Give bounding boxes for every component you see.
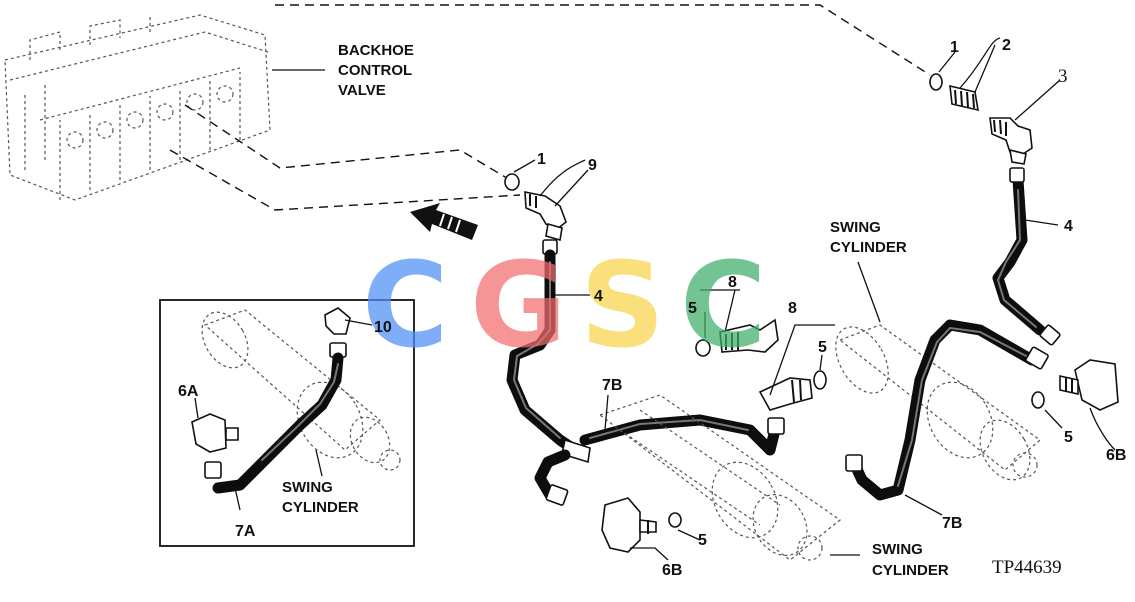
callout-5-d: 5 — [1064, 429, 1073, 446]
callout-3: 3 — [1058, 66, 1068, 87]
elbow-fitting-6b-left — [601, 497, 657, 553]
callout-5-c: 5 — [698, 532, 707, 549]
callout-1-mid: 1 — [537, 151, 546, 168]
backhoe-control-valve — [4, 14, 271, 201]
fitting-8-a — [719, 318, 779, 353]
label-swing-cylinder-inset-2: CYLINDER — [282, 499, 359, 516]
swing-cylinder-inset — [201, 309, 401, 471]
elbow-fitting-6a — [191, 413, 239, 453]
label-swing-cylinder-bottom-1: SWING — [872, 541, 923, 558]
o-ring-5-b — [813, 370, 827, 390]
label-control-valve-3: VALVE — [338, 82, 386, 99]
callout-5-a: 5 — [688, 300, 697, 317]
callout-10: 10 — [374, 319, 392, 336]
callout-6b-left: 6B — [662, 562, 682, 579]
watermark-letter-c2: C — [680, 236, 767, 374]
fitting-8-b — [758, 377, 813, 411]
callout-8-a: 8 — [728, 274, 737, 291]
elbow-fitting-9 — [524, 191, 567, 242]
watermark-letter-c1: C — [362, 236, 449, 374]
swing-cylinder-right — [835, 324, 1041, 481]
o-ring-5-d — [1031, 391, 1045, 409]
label-swing-cylinder-right-2: CYLINDER — [830, 239, 907, 256]
tee-fitting-7b — [561, 438, 591, 464]
figure-id: TP44639 — [992, 557, 1062, 578]
label-control-valve-1: BACKHOE — [338, 42, 414, 59]
o-ring-1-top — [929, 73, 943, 91]
callout-6b-right: 6B — [1106, 447, 1126, 464]
callout-6a: 6A — [178, 383, 199, 400]
direction-arrow — [410, 203, 478, 240]
o-ring-5-a — [695, 339, 711, 357]
watermark-letter-g: G — [470, 236, 567, 374]
callout-7a: 7A — [235, 523, 256, 540]
callout-5-b: 5 — [818, 339, 827, 356]
elbow-fitting-10 — [324, 307, 351, 335]
label-swing-cylinder-right-1: SWING — [830, 219, 881, 236]
o-ring-1-mid — [504, 173, 520, 191]
callout-7b-right: 7B — [942, 515, 962, 532]
elbow-fitting-3 — [989, 117, 1033, 165]
label-swing-cylinder-bottom-2: CYLINDER — [872, 562, 949, 579]
callout-9: 9 — [588, 157, 597, 174]
o-ring-5-c — [668, 512, 682, 528]
adapter-fitting-2 — [949, 84, 979, 112]
callout-1-top: 1 — [950, 39, 959, 56]
label-control-valve-2: CONTROL — [338, 62, 412, 79]
callout-4-mid: 4 — [594, 288, 603, 305]
callout-7b-left: 7B — [602, 377, 622, 394]
callout-2: 2 — [1002, 37, 1011, 54]
label-swing-cylinder-inset-1: SWING — [282, 479, 333, 496]
swing-cylinder-bottom — [598, 394, 842, 561]
callout-4-right: 4 — [1064, 218, 1073, 235]
elbow-fitting-6b-right — [1059, 359, 1119, 411]
watermark: C G S C — [362, 236, 767, 374]
inset-box — [159, 299, 415, 547]
watermark-letter-s: S — [580, 236, 665, 374]
callout-8-b: 8 — [788, 300, 797, 317]
